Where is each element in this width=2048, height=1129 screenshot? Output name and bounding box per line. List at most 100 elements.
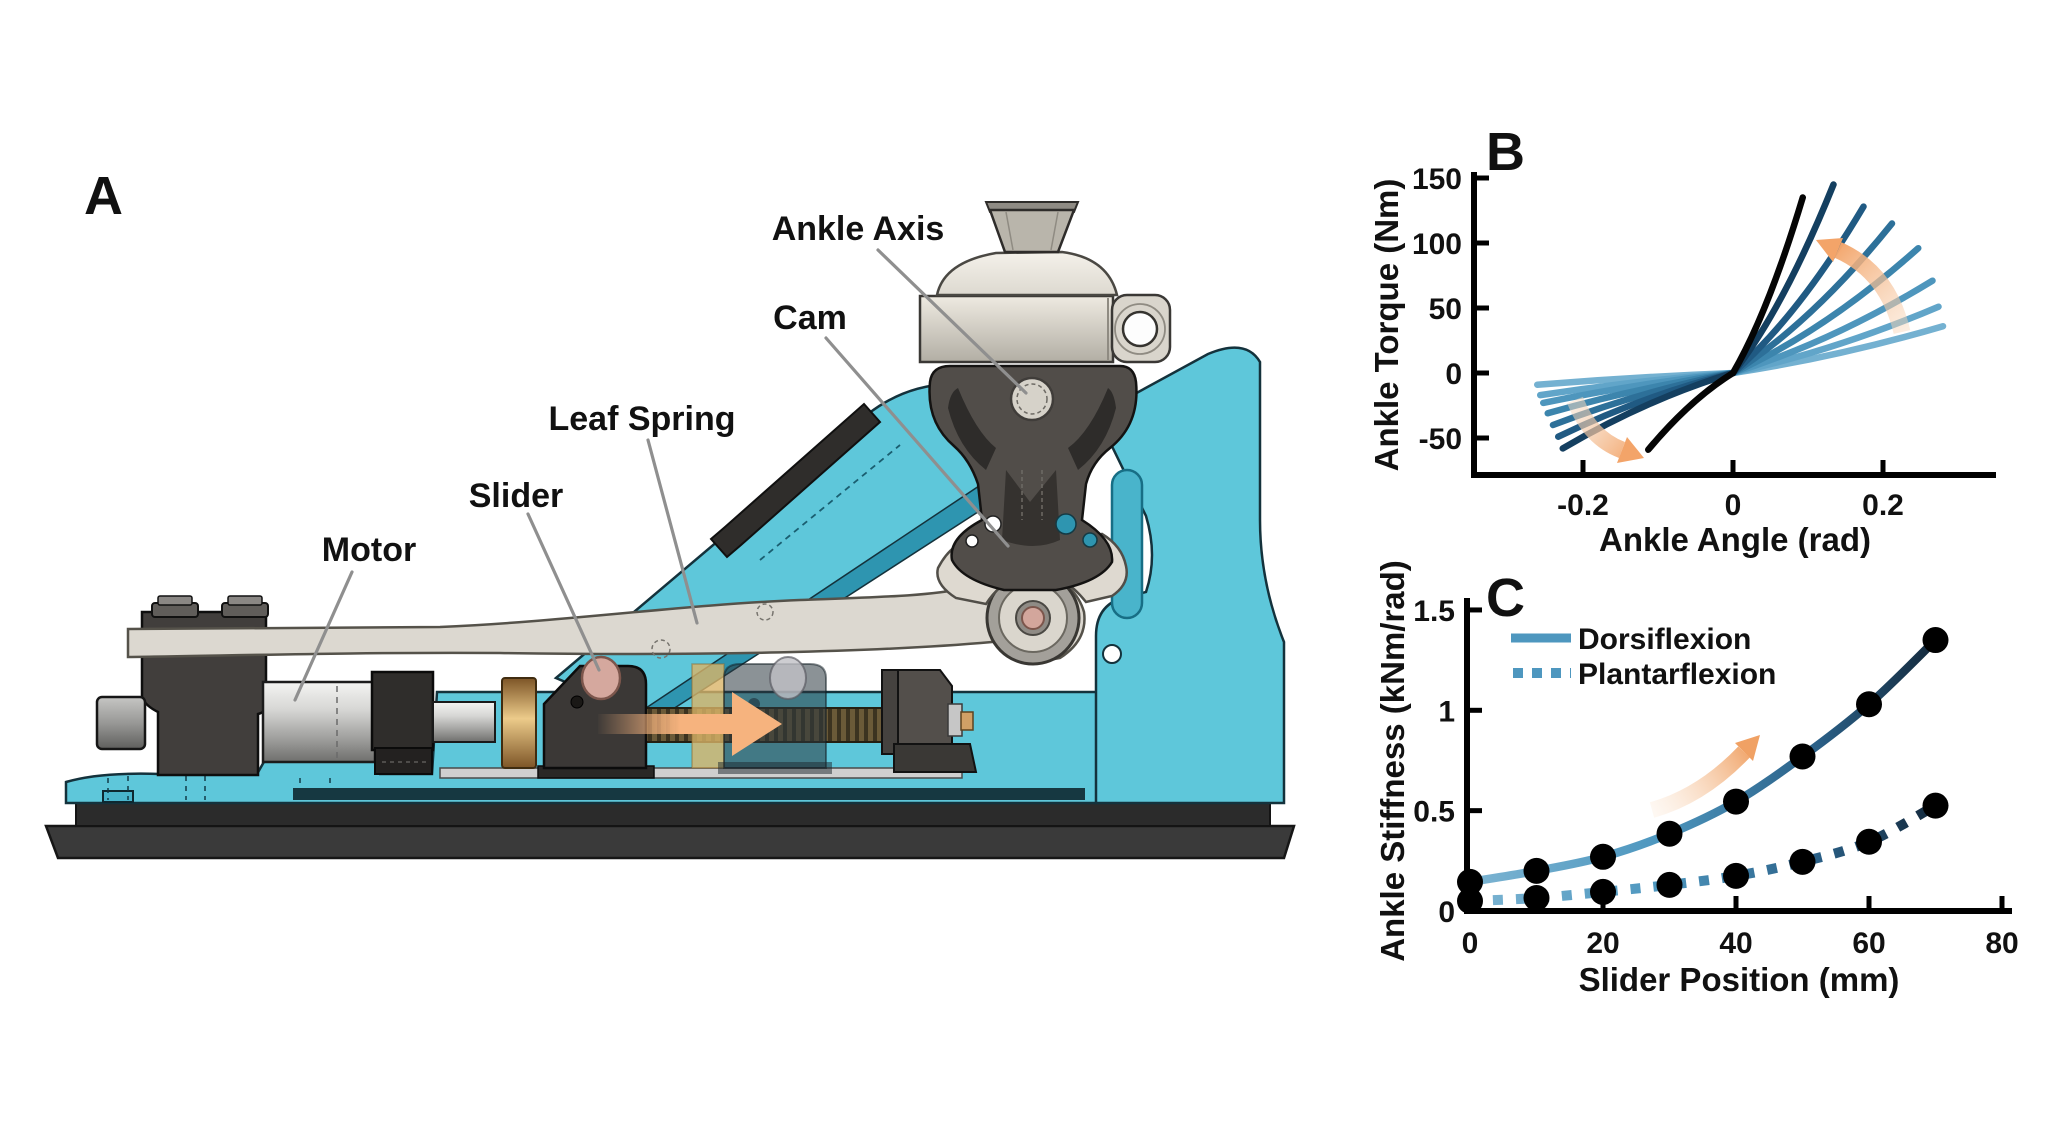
c-y-tick-label: 1.5 [1413,595,1455,628]
c-x-tick [1866,896,1872,908]
c-y-tick-label: 0.5 [1413,796,1455,829]
lead-screw-nut [501,677,537,769]
cam-bracket [928,364,1138,592]
ankle-torque-chart: -0.2 0 0.2 150 100 50 0 -50 Ankle Angle (rad) A… [1368,122,1996,558]
c-xaxis-label: Slider Position (mm) [1579,961,1900,998]
b-y-tick-label: 0 [1445,358,1462,391]
b-series-70mm [1645,194,1806,453]
b-xaxis-label: Ankle Angle (rad) [1599,521,1871,558]
leader-leaf-spring [646,438,699,625]
panel-letter-a: A [84,166,123,226]
c-data-point [1856,828,1882,855]
c-x-tick-label: 40 [1719,927,1752,960]
coupling [370,670,435,775]
c-yaxis-label: Ankle Stiffness (kNm/rad) [1374,560,1411,962]
leader-lines [293,248,1028,702]
b-y-tick [1477,240,1489,246]
c-x-tick [1467,896,1473,908]
b-y-tick [1477,435,1489,441]
pyramid-adapter [984,201,1080,254]
c-x-tick-label: 60 [1852,927,1885,960]
c-y-tick [1470,607,1482,613]
c-y-tick [1470,908,1482,914]
c-y-tick [1470,808,1482,814]
prosthetic-ankle-rendering: Ankle Axis Cam Leaf Spring Slider Motor … [44,166,1296,860]
c-x-tick [1999,896,2005,908]
b-x-tick [1730,460,1736,472]
base-plate [44,802,1296,860]
c-data-point [1523,857,1550,884]
b-y-tick [1477,175,1489,181]
c-y-axis [1464,598,1470,914]
leaf-spring [126,570,1086,664]
b-y-tick-label: 150 [1412,163,1462,196]
leader-motor [293,570,354,702]
b-x-tick-label: 0 [1725,489,1742,522]
ankle-clamp-band [918,293,1172,364]
c-data-point [1590,843,1616,870]
c-x-axis [1464,908,2012,914]
ghost-slider-pin [769,656,807,700]
roller-pin [1021,606,1045,630]
c-x-tick-label: 80 [1985,927,2018,960]
spring-roller [985,570,1081,666]
c-y-tick-label: 0 [1438,896,1455,929]
c-x-tick [1600,896,1606,908]
motor [261,680,377,764]
c-data-point [1922,627,1949,654]
increasing-stiffness-arrow [1649,735,1760,818]
c-data-point [1656,871,1683,898]
b-y-tick-label: 100 [1412,228,1462,261]
c-data-point [1922,792,1949,819]
label-motor: Motor [322,531,416,569]
c-data-point [1523,884,1550,911]
bearing-block [881,669,978,773]
b-yaxis-label: Ankle Torque (Nm) [1368,179,1405,472]
motion-arrow [598,692,782,756]
label-leaf-spring: Leaf Spring [548,400,735,438]
leader-cam [824,336,1010,548]
slider-pin [580,655,622,701]
c-data-point [1723,862,1749,889]
slider-block [537,655,655,779]
increasing-stiffness-arrow-up [1816,238,1911,335]
b-y-tick [1477,305,1489,311]
motor-rear-stub [95,695,147,751]
c-x-tick-label: 0 [1462,927,1479,960]
c-x-tick-label: 20 [1586,927,1619,960]
b-y-tick [1477,370,1489,376]
legend-plantarflexion: Plantarflexion [1578,658,1776,691]
drive-shaft [432,701,496,743]
label-slider: Slider [469,477,563,515]
panel-letter-c: C [1486,568,1525,628]
chart-legend: Dorsiflexion Plantarflexion [1511,623,1776,691]
b-y-tick-label: -50 [1419,423,1462,456]
b-y-axis [1471,172,1477,478]
c-data-point [1723,788,1749,815]
b-x-axis [1471,472,1996,478]
b-x-tick [1880,460,1886,472]
c-x-tick [1733,896,1739,908]
b-x-tick-label: 0.2 [1862,489,1904,522]
b-y-tick-label: 50 [1429,293,1462,326]
leader-ankle-axis [876,248,1028,395]
c-data-point [1856,691,1882,718]
label-cam: Cam [773,299,847,337]
label-ankle-axis: Ankle Axis [772,210,945,248]
b-x-tick [1580,460,1586,472]
panel-letter-b: B [1486,122,1525,182]
dome-housing [935,250,1119,297]
legend-dorsiflexion: Dorsiflexion [1578,623,1751,656]
guide-rail [439,767,963,779]
c-data-point [1789,743,1816,770]
c-data-point [1789,848,1816,875]
increasing-stiffness-arrow-down [1567,396,1644,463]
band-bolt-hole [1121,310,1159,348]
c-data-point [1656,820,1683,847]
motor-mount [95,595,269,777]
c-y-tick [1470,707,1482,713]
b-x-tick-label: -0.2 [1557,489,1609,522]
